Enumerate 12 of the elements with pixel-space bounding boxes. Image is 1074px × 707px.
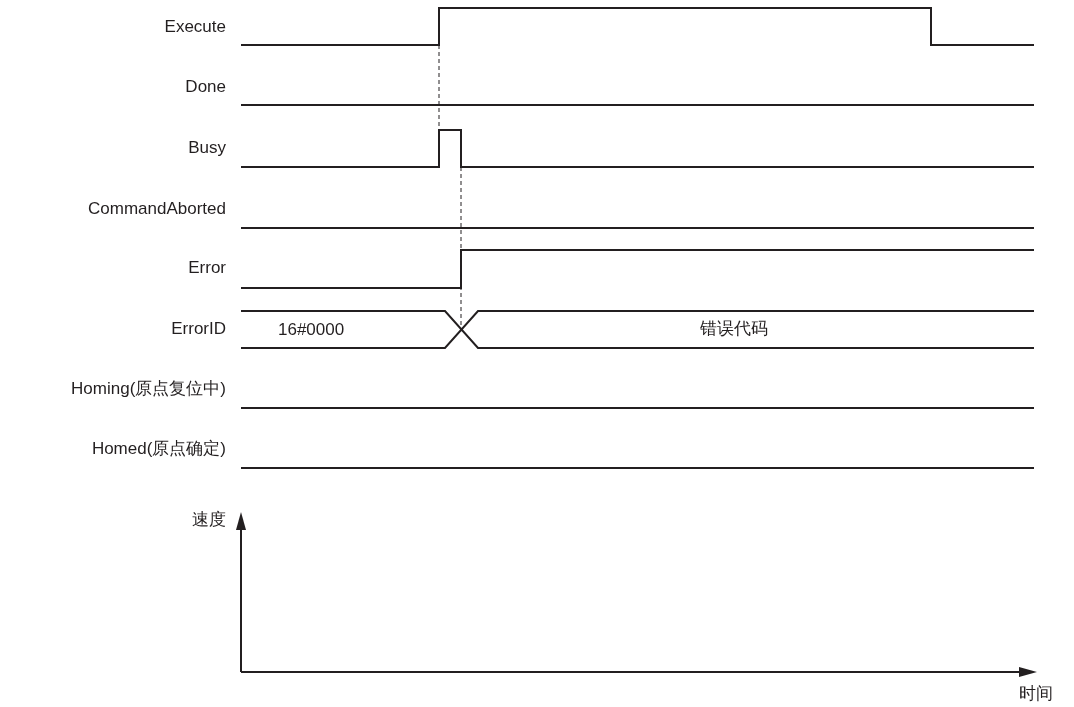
signal-name: ErrorID xyxy=(171,319,226,339)
signal-name: Busy xyxy=(188,138,226,158)
axis-label: 时间 xyxy=(1019,684,1053,704)
signal-name: CommandAborted xyxy=(88,199,226,219)
signal-name: Done xyxy=(185,77,226,97)
signal-name: Homed(原点确定) xyxy=(91,439,226,459)
bus-value: 16#0000 xyxy=(278,320,345,340)
signal-name: Error xyxy=(188,258,226,278)
axis-label: 速度 xyxy=(192,510,226,530)
signal-name: Execute xyxy=(164,17,226,37)
bus-value: 错误代码 xyxy=(700,319,768,339)
signal-name: Homing(原点复位中) xyxy=(71,379,226,399)
